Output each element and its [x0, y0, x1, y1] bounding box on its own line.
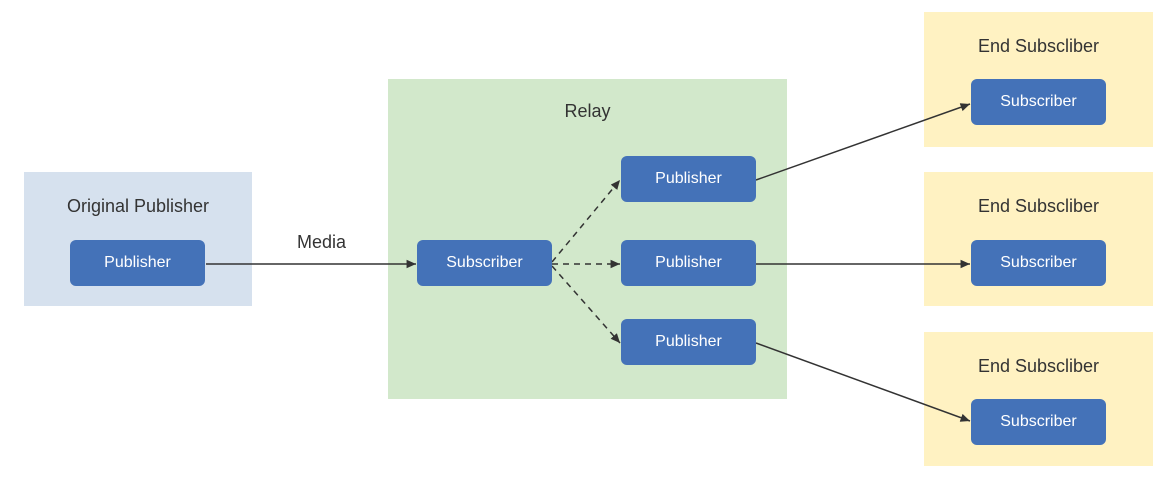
original-publisher-title: Original Publisher [66, 196, 210, 216]
edge-publisher-3-to-end-3 [755, 342, 971, 422]
relay-publisher-node-2: Publisher [621, 240, 756, 286]
edge-relay-to-publisher-3 [551, 265, 621, 344]
end-subscriber-node-3: Subscriber [971, 399, 1106, 445]
edge-relay-to-publisher-1 [551, 179, 621, 263]
end-subscriber-title-3: End Subscliber [977, 356, 1100, 376]
relay-title: Relay [564, 101, 611, 121]
media-edge-label: Media [297, 232, 347, 252]
relay-publisher-node-1: Publisher [621, 156, 756, 202]
end-subscriber-title-1: End Subscliber [977, 36, 1100, 56]
relay-publisher-node-3: Publisher [621, 319, 756, 365]
relay-subscriber-node: Subscriber [417, 240, 552, 286]
end-subscriber-node-2: Subscriber [971, 240, 1106, 286]
end-subscriber-node-1: Subscriber [971, 79, 1106, 125]
edge-publisher-1-to-end-1 [755, 103, 971, 181]
end-subscriber-title-2: End Subscliber [977, 196, 1100, 216]
original-publisher-node: Publisher [70, 240, 205, 286]
